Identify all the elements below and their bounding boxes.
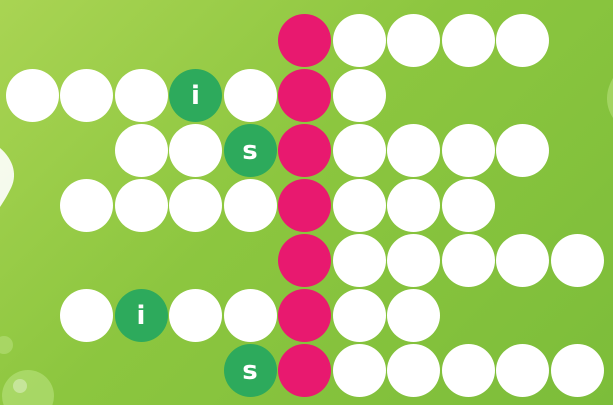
empty-letter-cell[interactable] bbox=[442, 344, 495, 397]
water-drop-highlight bbox=[13, 379, 27, 393]
empty-letter-cell[interactable] bbox=[115, 124, 168, 177]
empty-letter-cell[interactable] bbox=[442, 14, 495, 67]
key-column-cell[interactable] bbox=[278, 69, 331, 122]
empty-letter-cell[interactable] bbox=[387, 234, 440, 287]
empty-letter-cell[interactable] bbox=[169, 124, 222, 177]
given-letter-cell: s bbox=[224, 344, 277, 397]
empty-letter-cell[interactable] bbox=[496, 14, 549, 67]
empty-letter-cell[interactable] bbox=[115, 69, 168, 122]
empty-letter-cell[interactable] bbox=[442, 124, 495, 177]
key-column-cell[interactable] bbox=[278, 14, 331, 67]
key-column-cell[interactable] bbox=[278, 179, 331, 232]
empty-letter-cell[interactable] bbox=[551, 344, 604, 397]
empty-letter-cell[interactable] bbox=[387, 124, 440, 177]
empty-letter-cell[interactable] bbox=[333, 234, 386, 287]
empty-letter-cell[interactable] bbox=[333, 344, 386, 397]
empty-letter-cell[interactable] bbox=[496, 344, 549, 397]
empty-letter-cell[interactable] bbox=[387, 179, 440, 232]
empty-letter-cell[interactable] bbox=[551, 234, 604, 287]
key-column-cell[interactable] bbox=[278, 289, 331, 342]
empty-letter-cell[interactable] bbox=[442, 234, 495, 287]
empty-letter-cell[interactable] bbox=[169, 179, 222, 232]
empty-letter-cell[interactable] bbox=[333, 69, 386, 122]
empty-letter-cell[interactable] bbox=[224, 289, 277, 342]
empty-letter-cell[interactable] bbox=[496, 234, 549, 287]
empty-letter-cell[interactable] bbox=[387, 289, 440, 342]
empty-letter-cell[interactable] bbox=[387, 344, 440, 397]
empty-letter-cell[interactable] bbox=[6, 69, 59, 122]
empty-letter-cell[interactable] bbox=[333, 289, 386, 342]
empty-letter-cell[interactable] bbox=[442, 179, 495, 232]
empty-letter-cell[interactable] bbox=[333, 124, 386, 177]
given-letter-cell: i bbox=[115, 289, 168, 342]
water-drop-small bbox=[0, 336, 13, 354]
empty-letter-cell[interactable] bbox=[115, 179, 168, 232]
empty-letter-cell[interactable] bbox=[60, 289, 113, 342]
given-letter-cell: s bbox=[224, 124, 277, 177]
cell-letter: i bbox=[191, 83, 200, 109]
cell-letter: s bbox=[242, 138, 257, 164]
empty-letter-cell[interactable] bbox=[224, 69, 277, 122]
key-column-cell[interactable] bbox=[278, 124, 331, 177]
cell-letter: s bbox=[242, 358, 257, 384]
empty-letter-cell[interactable] bbox=[333, 179, 386, 232]
empty-letter-cell[interactable] bbox=[60, 69, 113, 122]
empty-letter-cell[interactable] bbox=[496, 124, 549, 177]
cell-letter: i bbox=[137, 303, 146, 329]
leaf-edge-right bbox=[607, 78, 613, 118]
given-letter-cell: i bbox=[169, 69, 222, 122]
key-column-cell[interactable] bbox=[278, 344, 331, 397]
empty-letter-cell[interactable] bbox=[333, 14, 386, 67]
empty-letter-cell[interactable] bbox=[60, 179, 113, 232]
empty-letter-cell[interactable] bbox=[387, 14, 440, 67]
empty-letter-cell[interactable] bbox=[224, 179, 277, 232]
key-column-cell[interactable] bbox=[278, 234, 331, 287]
leaf-edge-left bbox=[0, 148, 14, 207]
water-drop-large bbox=[2, 370, 54, 405]
empty-letter-cell[interactable] bbox=[169, 289, 222, 342]
